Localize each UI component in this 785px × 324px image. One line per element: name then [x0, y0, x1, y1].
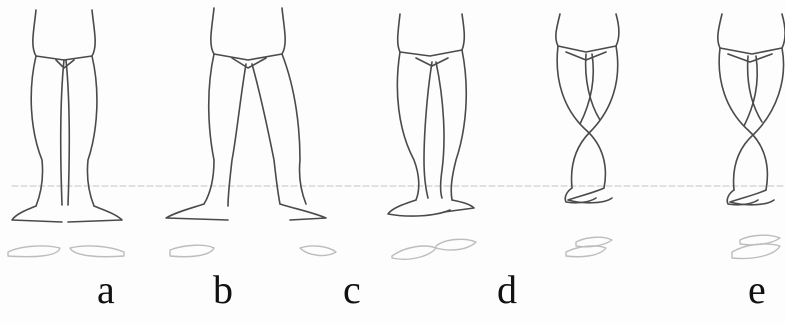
- position-e-footprints: [732, 235, 780, 258]
- position-b-footprints: [170, 245, 336, 257]
- caption-d: d: [497, 266, 517, 314]
- position-a-drawing: [12, 10, 122, 222]
- position-b-drawing: [166, 8, 326, 220]
- caption-c: c: [343, 266, 361, 314]
- position-a-footprints: [8, 246, 124, 257]
- position-d-footprints: [566, 237, 612, 257]
- caption-e: e: [748, 266, 766, 314]
- caption-a: a: [97, 266, 115, 314]
- position-d-drawing: [556, 14, 619, 203]
- position-e-drawing: [718, 14, 785, 205]
- caption-b: b: [213, 266, 233, 314]
- position-c-footprints: [392, 239, 476, 259]
